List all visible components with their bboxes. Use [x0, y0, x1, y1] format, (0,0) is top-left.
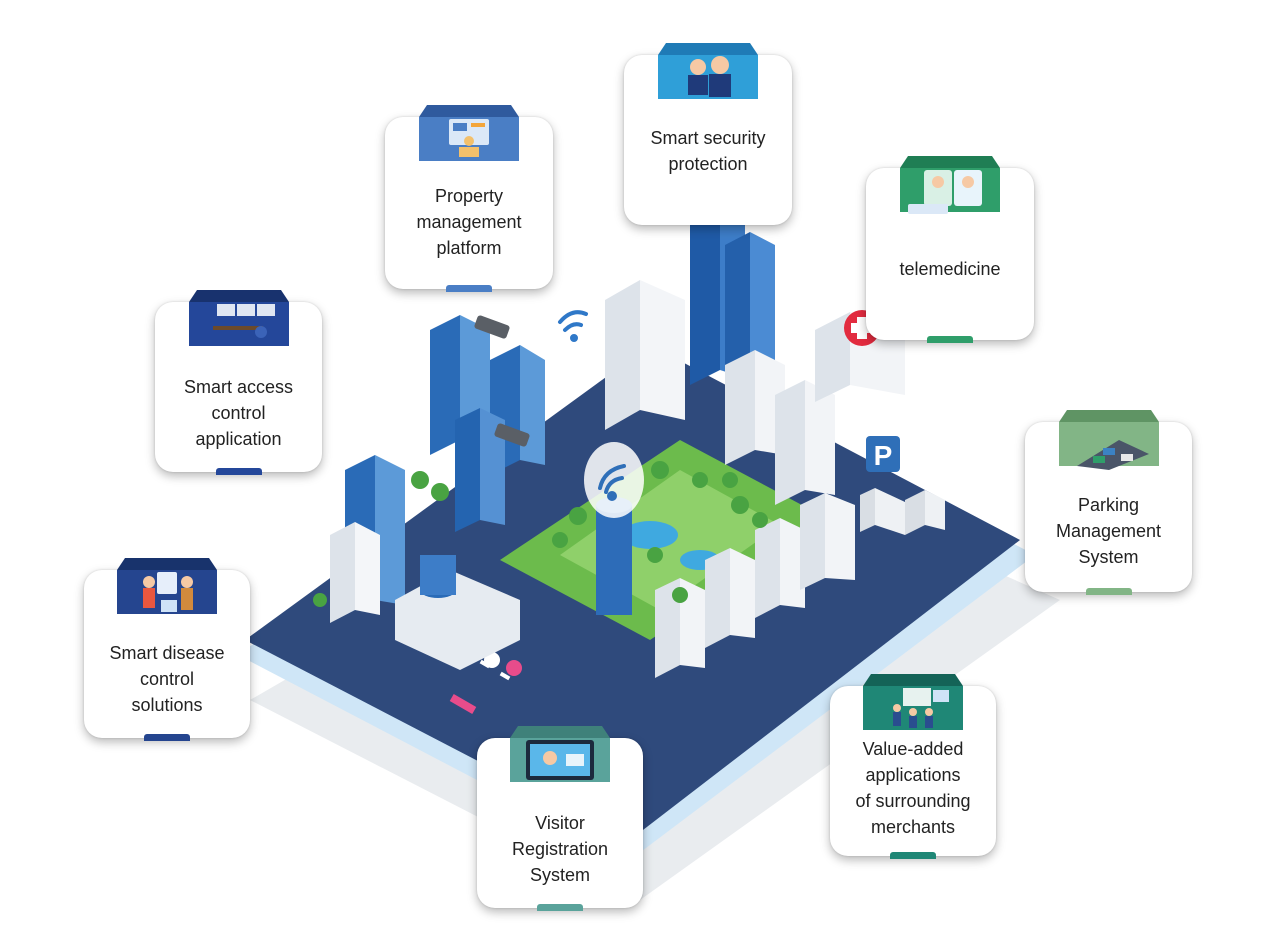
banner-security [658, 43, 758, 107]
card-accent-bar [537, 904, 583, 911]
card-disease-control: Smart disease control solutions [84, 558, 250, 741]
building-front-row [655, 493, 855, 678]
banner-telemedicine [900, 156, 1000, 220]
card-label: telemedicine [899, 259, 1001, 279]
card-accent-bar [1085, 588, 1132, 595]
fountain-pool [622, 521, 678, 549]
parking-sign-letter: P [874, 440, 893, 471]
trees [313, 461, 768, 607]
card-smart-security: Smart security protection [624, 43, 792, 225]
card-smart-access: Smart access control application [155, 290, 322, 475]
wifi-icon [558, 310, 588, 342]
card-accent-bar [215, 468, 262, 475]
card-label: Visitor Registration System [511, 813, 609, 885]
card-accent-bar [446, 285, 492, 292]
card-label: Parking Management System [1055, 495, 1162, 567]
card-property-management: Property management platform [385, 105, 553, 292]
banner-visitor [510, 726, 610, 790]
parking-gate [860, 488, 945, 535]
road-marker [506, 660, 522, 676]
card-label: Value-added applications of surrounding … [855, 739, 971, 837]
card-visitor-registration: Visitor Registration System [477, 726, 643, 911]
card-accent-bar [927, 336, 973, 343]
banner-property [419, 105, 519, 169]
building-white-1 [605, 280, 685, 430]
card-accent-bar [144, 734, 190, 741]
card-telemedicine: telemedicine [866, 156, 1034, 343]
card-parking: Parking Management System [1025, 410, 1192, 595]
central-wifi-icon [584, 442, 644, 518]
card-value-added: Value-added applications of surrounding … [830, 674, 996, 859]
card-label: Property management platform [416, 186, 522, 258]
road-marker [449, 694, 477, 714]
card-label: Smart access control application [183, 377, 294, 449]
card-label: Smart disease control solutions [109, 643, 225, 715]
banner-disease [117, 558, 217, 622]
building-white-right-2 [775, 380, 835, 505]
building-white-left [330, 522, 380, 623]
banner-merchants [863, 674, 963, 738]
banner-access [188, 290, 289, 354]
card-accent-bar [890, 852, 936, 859]
banner-parking [1058, 410, 1159, 474]
building-curved [395, 555, 520, 670]
card-label: Smart security protection [650, 128, 766, 174]
parking-sign [866, 436, 900, 472]
buildings [330, 205, 905, 678]
